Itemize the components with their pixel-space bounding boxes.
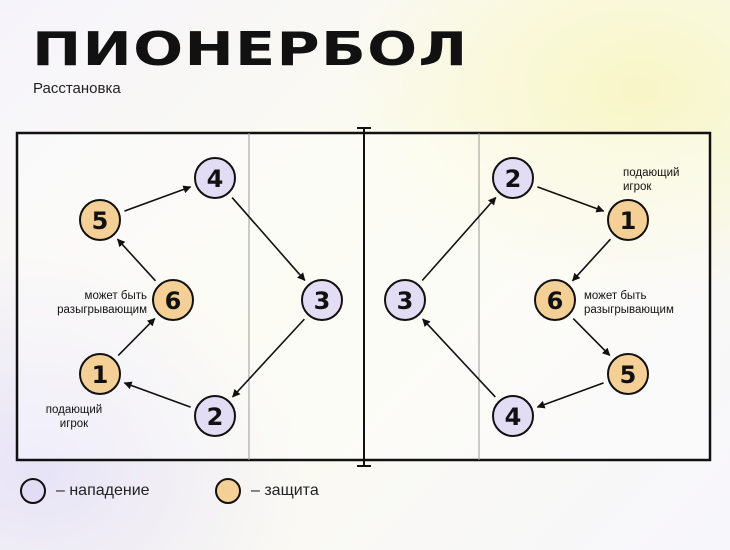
rotation-arrow-left-2-to-left-1 [123,381,191,408]
page-title: ПИОНЕРБОЛ [32,22,469,76]
player-circle-right-4 [492,395,534,437]
player-circle-right-1 [607,199,649,241]
player-number-left-3: 3 [314,287,331,315]
rotation-arrow-right-2-to-right-1 [537,186,605,213]
player-number-right-3: 3 [397,287,414,315]
player-right-4: 4 [492,395,534,437]
legend-attack: – нападение [20,478,150,504]
player-circle-left-6 [152,279,194,321]
rotation-arrow-right-5-to-right-4 [536,382,604,409]
player-number-left-5: 5 [92,207,109,235]
player-circle-left-5 [79,199,121,241]
player-left-1: 1 [79,353,121,395]
rotation-arrow-left-6-to-left-5 [116,238,157,282]
player-number-left-1: 1 [92,361,109,389]
legend-attack-swatch [20,478,46,504]
player-number-right-5: 5 [620,361,637,389]
player-right-3: 3 [384,279,426,321]
player-left-4: 4 [194,157,236,199]
rotation-arrow-left-4-to-left-3 [231,197,306,282]
rotation-arrow-right-3-to-right-2 [421,196,497,282]
rotation-arrow-left-5-to-left-4 [124,185,192,212]
player-circle-right-3 [384,279,426,321]
player-circle-right-5 [607,353,649,395]
player-circle-right-6 [534,279,576,321]
players: 4 5 6 1 3 2 2 1 6 3 5 4 [79,157,649,437]
rotation-arrow-right-6-to-right-5 [572,317,611,357]
player-number-right-6: 6 [547,287,564,315]
player-circle-right-2 [492,157,534,199]
rotation-arrow-left-1-to-left-6 [117,317,156,357]
player-circle-left-1 [79,353,121,395]
player-number-left-4: 4 [207,165,224,193]
player-left-3: 3 [301,279,343,321]
legend-defense-swatch [215,478,241,504]
player-right-1: 1 [607,199,649,241]
legend-defense-label: – защита [251,482,319,499]
player-left-6: 6 [152,279,194,321]
rotation-arrow-left-3-to-left-2 [232,318,305,398]
player-circle-left-4 [194,157,236,199]
rotation-arrow-right-1-to-right-6 [571,238,612,282]
rotation-arrow-right-4-to-right-3 [422,318,496,398]
legend-defense: – защита [215,478,319,504]
legend-attack-label: – нападение [56,482,150,499]
player-number-right-1: 1 [620,207,637,235]
player-number-right-2: 2 [505,165,522,193]
page-subtitle: Расстановка [33,80,121,97]
player-right-6: 6 [534,279,576,321]
player-number-left-2: 2 [207,403,224,431]
player-number-right-4: 4 [505,403,522,431]
player-number-left-6: 6 [165,287,182,315]
player-circle-left-2 [194,395,236,437]
player-right-5: 5 [607,353,649,395]
player-circle-left-3 [301,279,343,321]
net [357,127,371,467]
player-right-2: 2 [492,157,534,199]
rotation-arrows [116,185,612,409]
player-left-2: 2 [194,395,236,437]
player-left-5: 5 [79,199,121,241]
